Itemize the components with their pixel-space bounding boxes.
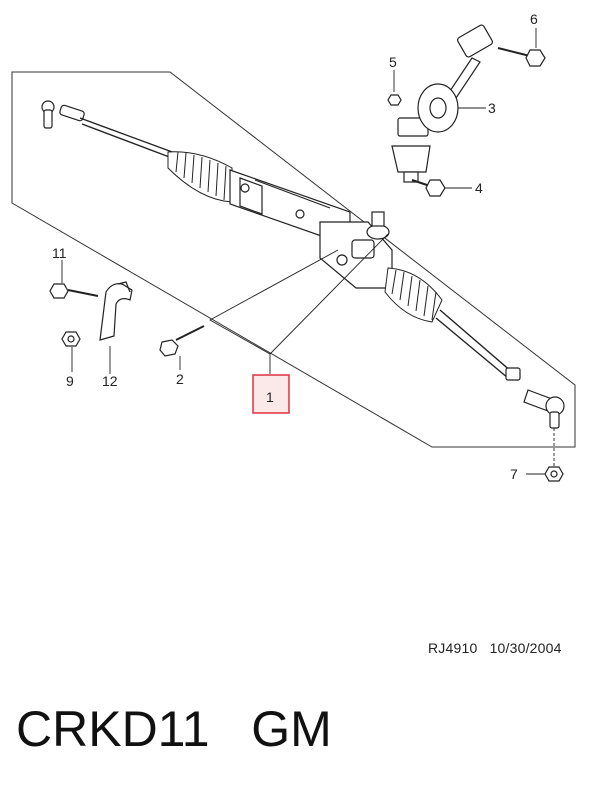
callout-11: 11 [52,245,67,261]
callout-6: 6 [530,11,538,27]
callout-3: 3 [488,100,496,116]
callout-4: 4 [475,180,483,196]
exploded-parts-diagram: 6 5 3 4 11 9 12 2 7 1 [11,11,576,482]
part-number: CRKD11 [16,701,210,757]
right-tie-rod-end [505,367,565,429]
brand-name: GM [251,701,332,757]
left-tie-rod [79,117,176,159]
callout-12: 12 [102,373,118,389]
left-boot [167,151,233,203]
nut-9 [61,331,81,347]
leader-lines [61,28,555,475]
pinion-housing [319,211,393,289]
nut-5 [387,94,402,106]
callout-5: 5 [389,54,397,70]
callout-7: 7 [510,466,518,482]
assembly-boundary [11,71,576,448]
bolt-6 [497,47,546,67]
bolt-2 [159,325,205,357]
diagram-reference: RJ4910 10/30/2004 [428,640,562,656]
clamp-bracket-12 [99,281,133,341]
right-tie-rod [435,309,513,379]
callout-1[interactable]: 1 [266,389,274,405]
callout-2: 2 [176,371,184,387]
callout-9: 9 [66,373,74,389]
reference-date: 10/30/2004 [489,640,562,656]
reference-code: RJ4910 [428,640,478,656]
bolt-11 [49,283,99,299]
callout-1-highlight[interactable] [252,374,290,414]
shaft-seal-plate [417,83,459,133]
bolt-4 [411,179,446,197]
nut-7 [544,466,564,482]
right-boot [384,267,443,323]
part-caption: CRKD11 GM [16,700,332,758]
left-tie-rod-end [41,100,85,129]
